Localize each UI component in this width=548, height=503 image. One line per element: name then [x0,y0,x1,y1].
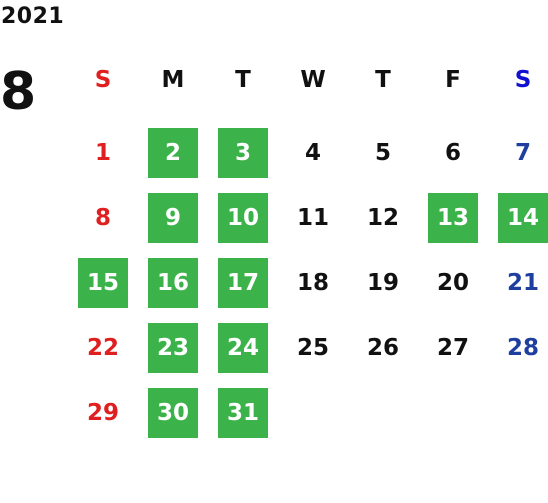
calendar-day[interactable]: 23 [138,315,208,380]
calendar-day-label: 29 [86,399,119,426]
calendar-day-label: 15 [78,257,128,308]
calendar-day-label: 1 [94,139,111,166]
calendar-day-label: 23 [148,322,198,373]
calendar-day-label: 28 [506,334,539,361]
calendar-day[interactable]: 20 [418,250,488,315]
calendar-day-label: 20 [436,269,469,296]
weekday-header-sunday: S [94,67,112,93]
calendar-day[interactable]: 18 [278,250,348,315]
calendar-day-label: 25 [296,334,329,361]
calendar-day-label: 19 [366,269,399,296]
calendar-day[interactable]: 4 [278,120,348,185]
calendar-day[interactable]: 24 [208,315,278,380]
calendar-day-label: 14 [498,192,548,243]
calendar-day[interactable]: 5 [348,120,418,185]
calendar-day-label: 13 [428,192,478,243]
calendar-day[interactable]: 7 [488,120,548,185]
calendar-day[interactable]: 17 [208,250,278,315]
calendar-day[interactable]: 12 [348,185,418,250]
calendar-day[interactable]: 2 [138,120,208,185]
calendar-year: 2021 [1,4,65,29]
calendar-day-label: 17 [218,257,268,308]
calendar-day[interactable]: 28 [488,315,548,380]
calendar-day[interactable]: 10 [208,185,278,250]
calendar-day-label: 16 [148,257,198,308]
calendar-day-label: 4 [304,139,321,166]
calendar-day[interactable]: 29 [68,380,138,445]
calendar-day[interactable]: 26 [348,315,418,380]
calendar-day[interactable]: 25 [278,315,348,380]
calendar-day-label: 12 [366,204,399,231]
calendar-day[interactable]: 16 [138,250,208,315]
calendar-day-label: 24 [218,322,268,373]
calendar-day[interactable]: 27 [418,315,488,380]
calendar-day-label: 31 [218,387,268,438]
calendar-day[interactable]: 31 [208,380,278,445]
calendar-day-label: 2 [148,127,198,178]
calendar-month: 8 [0,62,37,122]
calendar-day-label: 11 [296,204,329,231]
weekday-header-monday: M [161,67,185,93]
calendar-day[interactable]: 22 [68,315,138,380]
calendar-day-label: 10 [218,192,268,243]
calendar-day-label: 7 [514,139,531,166]
calendar-day-label: 8 [94,204,111,231]
calendar-day[interactable]: 9 [138,185,208,250]
weekday-header-wednesday: W [300,67,326,93]
calendar-day[interactable]: 6 [418,120,488,185]
weekday-header-thursday: T [375,67,391,93]
calendar-day-label: 9 [148,192,198,243]
calendar-day-label: 3 [218,127,268,178]
calendar-day[interactable]: 21 [488,250,548,315]
calendar-day[interactable]: 8 [68,185,138,250]
calendar-day-label: 27 [436,334,469,361]
calendar-day-label: 5 [374,139,391,166]
calendar-day[interactable]: 19 [348,250,418,315]
calendar-day-label: 26 [366,334,399,361]
calendar-day[interactable]: 30 [138,380,208,445]
calendar-day[interactable]: 1 [68,120,138,185]
calendar-day-label: 22 [86,334,119,361]
calendar-day[interactable]: 11 [278,185,348,250]
calendar-day[interactable]: 14 [488,185,548,250]
calendar-day[interactable]: 3 [208,120,278,185]
calendar-day[interactable]: 15 [68,250,138,315]
calendar-day-label: 18 [296,269,329,296]
calendar-day-label: 30 [148,387,198,438]
weekday-header-saturday: S [514,67,532,93]
calendar-day-label: 6 [444,139,461,166]
calendar-day[interactable]: 13 [418,185,488,250]
calendar-day-label: 21 [506,269,539,296]
weekday-header-tuesday: T [235,67,251,93]
weekday-header-friday: F [445,67,461,93]
